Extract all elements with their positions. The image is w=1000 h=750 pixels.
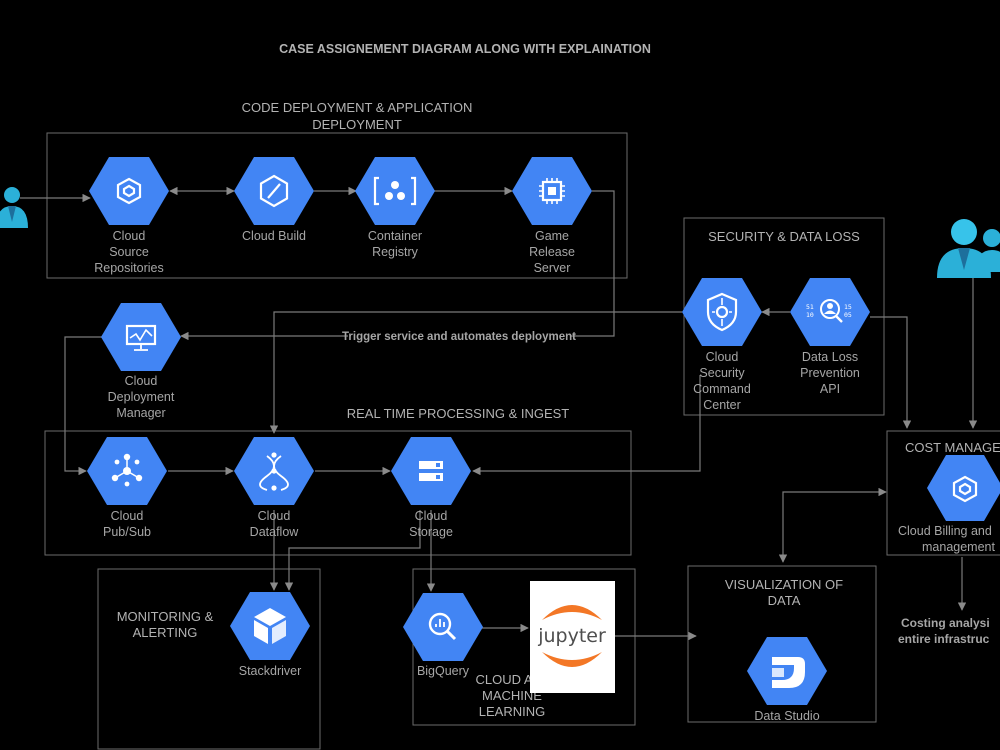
node-cloud-billing[interactable]: [927, 455, 1000, 521]
chip-icon: [539, 178, 565, 204]
edges: [20, 186, 978, 641]
label-source-repos-2: Source: [109, 245, 149, 259]
node-bigquery[interactable]: [403, 593, 483, 661]
source-repositories-icon: [116, 177, 142, 205]
group-visualization: [687, 565, 877, 723]
dlp-digits-3: 15: [844, 303, 852, 311]
node-dataflow[interactable]: [234, 437, 314, 505]
shield-icon: [706, 292, 738, 332]
label-dlp-2: Prevention: [800, 366, 860, 380]
label-pubsub-1: Cloud: [111, 509, 144, 523]
label-game-2: Release: [529, 245, 575, 259]
dataflow-icon: [259, 452, 289, 491]
label-stackdriver: Stackdriver: [239, 664, 302, 678]
node-source-repositories[interactable]: [89, 157, 169, 225]
group-title-ai-2: MACHINE: [482, 688, 542, 703]
edge-security-to-dataflow: [269, 311, 682, 434]
label-game-1: Game: [535, 229, 569, 243]
label-storage-1: Cloud: [415, 509, 448, 523]
node-dlp-api[interactable]: 51 10 15 05: [790, 278, 870, 346]
group-title-monitoring-1: MONITORING &: [117, 609, 214, 624]
stackdriver-icon: [254, 608, 286, 644]
label-deploymgr-3: Manager: [116, 406, 165, 420]
label-billing-2: management: [922, 540, 995, 554]
group-title-cost: COST MANAGE: [905, 440, 1000, 455]
jupyter-logo: jupyter: [530, 581, 615, 693]
edge-dlp-to-cost: [870, 316, 912, 429]
diagram-title: CASE ASSIGNEMENT DIAGRAM ALONG WITH EXPL…: [279, 42, 651, 56]
edge-vis-cost: [778, 487, 887, 563]
dlp-digits-4: 05: [844, 311, 852, 319]
edge-label-bg: [348, 328, 570, 343]
label-security-1: Cloud: [706, 350, 739, 364]
group-title-code-deployment-2: DEPLOYMENT: [312, 117, 402, 132]
label-registry-1: Container: [368, 229, 422, 243]
group-title-monitoring-2: ALERTING: [133, 625, 198, 640]
costing-note-1: Costing analysi: [901, 616, 990, 630]
data-studio-icon: [772, 657, 805, 688]
bigquery-icon: [428, 612, 457, 641]
container-registry-icon: [373, 176, 417, 206]
group-title-ai-3: LEARNING: [479, 704, 545, 719]
group-title-vis-2: DATA: [768, 593, 801, 608]
node-stackdriver[interactable]: [230, 592, 310, 660]
billing-icon: [952, 475, 978, 503]
label-security-4: Center: [703, 398, 741, 412]
user-left-icon: [0, 187, 28, 228]
node-data-studio[interactable]: [747, 637, 827, 705]
node-pubsub[interactable]: [87, 437, 167, 505]
edge-deploymgr-to-pubsub: [64, 336, 102, 476]
group-realtime: [44, 430, 632, 556]
pubsub-icon: [111, 453, 143, 487]
label-storage-2: Storage: [409, 525, 453, 539]
node-container-registry[interactable]: [355, 157, 435, 225]
label-dlp-3: API: [820, 382, 840, 396]
label-dlp-1: Data Loss: [802, 350, 858, 364]
label-source-repos-1: Cloud: [113, 229, 146, 243]
costing-note-2: entire infrastruc: [898, 632, 990, 646]
label-deploymgr-2: Deployment: [108, 390, 175, 404]
label-bigquery: BigQuery: [417, 664, 470, 678]
label-billing-1: Cloud Billing and: [898, 524, 992, 538]
label-cloud-build: Cloud Build: [242, 229, 306, 243]
dlp-digits-1: 51: [806, 303, 814, 311]
group-title-vis-1: VISUALIZATION OF: [725, 577, 843, 592]
label-dataflow-2: Dataflow: [250, 525, 300, 539]
node-deployment-manager[interactable]: [101, 303, 181, 371]
label-registry-2: Registry: [372, 245, 419, 259]
label-dataflow-1: Cloud: [258, 509, 291, 523]
jupyter-wordmark: jupyter: [537, 625, 606, 647]
cloud-build-icon: [259, 174, 289, 208]
node-storage[interactable]: [391, 437, 471, 505]
label-game-3: Server: [534, 261, 571, 275]
monitor-icon: [125, 324, 157, 351]
edge-label-trigger: Trigger service and automates deployment: [342, 331, 576, 343]
label-deploymgr-1: Cloud: [125, 374, 158, 388]
label-data-studio: Data Studio: [754, 709, 819, 723]
storage-icon: [419, 461, 443, 481]
dlp-digits-2: 10: [806, 311, 814, 319]
users-right-icon: [937, 219, 1000, 278]
group-title-realtime: REAL TIME PROCESSING & INGEST: [347, 406, 570, 421]
group-monitoring: [97, 568, 321, 750]
node-security-command-center[interactable]: [682, 278, 762, 346]
group-code-deployment: [46, 132, 628, 279]
label-source-repos-3: Repositories: [94, 261, 163, 275]
dlp-icon: 51 10 15 05: [806, 299, 852, 323]
label-pubsub-2: Pub/Sub: [103, 525, 151, 539]
group-title-code-deployment-1: CODE DEPLOYMENT & APPLICATION: [242, 100, 473, 115]
label-security-2: Security: [699, 366, 745, 380]
node-cloud-build[interactable]: [234, 157, 314, 225]
label-security-3: Command: [693, 382, 751, 396]
group-title-security: SECURITY & DATA LOSS: [708, 229, 860, 244]
edge-storage-stackdriver: [284, 510, 421, 591]
edge-security-to-storage: [472, 375, 701, 476]
node-game-release-server[interactable]: [512, 157, 592, 225]
group-ai-ml: [412, 568, 636, 726]
group-cost: [886, 430, 1000, 556]
